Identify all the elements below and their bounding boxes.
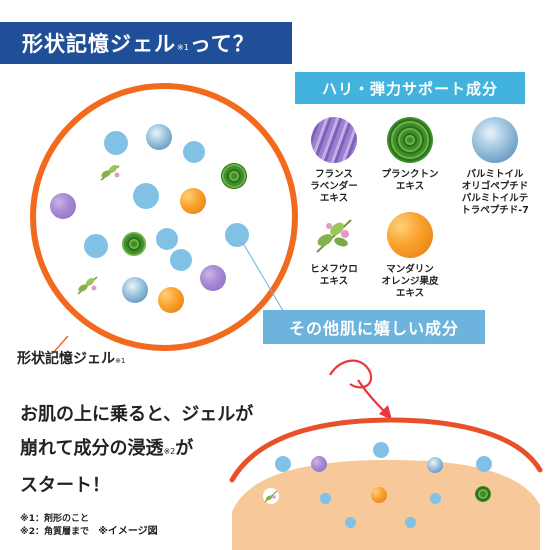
herb-particle bbox=[263, 488, 279, 504]
ingredient-peptide: パルミトイル オリゴペプチド パルミトイルテ トラペプチド-7 bbox=[447, 117, 543, 217]
mandarin-icon bbox=[387, 212, 433, 258]
other-ingredients-banner: その他肌に嬉しい成分 bbox=[263, 310, 485, 344]
gel-caption: 形状記憶ジェル※1 bbox=[17, 348, 125, 368]
skin-layer bbox=[232, 460, 540, 550]
mandarin-particle bbox=[371, 487, 387, 503]
gel-dot bbox=[373, 442, 389, 458]
image-note: ※イメージ図 bbox=[98, 526, 158, 537]
peptide-particle bbox=[146, 124, 172, 150]
gel-caption-footnote-mark: ※1 bbox=[115, 357, 126, 365]
ingredient-herb: ヒメフウロ エキス bbox=[286, 212, 382, 288]
ingredient-label: フランス ラベンダー エキス bbox=[310, 169, 358, 204]
gel-arc bbox=[229, 417, 543, 483]
main-line-2: 崩れて成分の浸透※2が bbox=[20, 432, 253, 469]
plankton-icon bbox=[387, 117, 433, 163]
ingredient-label: プランクトン エキス bbox=[381, 169, 439, 192]
ingredient-plankton: プランクトン エキス bbox=[362, 117, 458, 193]
main-line-1: お肌の上に乗ると、ジェルが bbox=[20, 404, 254, 425]
lavender-particle bbox=[50, 193, 76, 219]
gel-dot bbox=[476, 456, 492, 472]
plankton-particle bbox=[221, 163, 247, 189]
peptide-particle bbox=[427, 457, 443, 473]
gel-dot bbox=[104, 131, 128, 155]
footnote-1: ※1：剤形のこと bbox=[20, 514, 90, 524]
peptide-particle bbox=[122, 277, 148, 303]
gel-dot bbox=[225, 223, 249, 247]
gel-dot bbox=[156, 228, 178, 250]
gel-caption-connector bbox=[51, 335, 69, 355]
ingredient-label: パルミトイル オリゴペプチド パルミトイルテ トラペプチド-7 bbox=[461, 169, 529, 216]
gel-dot bbox=[275, 456, 291, 472]
gel-dot bbox=[320, 493, 331, 504]
main-line-3: スタート！ bbox=[20, 475, 110, 496]
plankton-particle bbox=[122, 232, 146, 256]
herb-particle bbox=[75, 272, 101, 298]
main-line-2-footnote-mark: ※2 bbox=[163, 447, 176, 456]
gel-dot bbox=[405, 517, 416, 528]
main-line-2-tail: が bbox=[175, 438, 194, 459]
ingredient-mandarin: マンダリン オレンジ果皮 エキス bbox=[362, 212, 458, 300]
title-footnote-mark: ※1 bbox=[177, 42, 189, 52]
plankton-particle bbox=[475, 486, 491, 502]
firmness-banner: ハリ・弾力サポート成分 bbox=[295, 72, 525, 104]
other-ingredient-connector bbox=[242, 242, 286, 315]
lavender-particle bbox=[311, 456, 327, 472]
gel-caption-text: 形状記憶ジェル bbox=[17, 351, 115, 367]
herb-particle bbox=[97, 160, 123, 186]
herb-icon bbox=[311, 212, 357, 258]
ingredient-label: マンダリン オレンジ果皮 エキス bbox=[381, 264, 439, 299]
gel-dot bbox=[84, 234, 108, 258]
main-description: お肌の上に乗ると、ジェルが 崩れて成分の浸透※2が スタート！ bbox=[20, 398, 253, 503]
footnote-2-row: ※2：角質層まで ※イメージ図 bbox=[20, 526, 158, 538]
gel-dot bbox=[430, 493, 441, 504]
lavender-particle bbox=[200, 265, 226, 291]
gel-dot bbox=[183, 141, 205, 163]
lavender-icon bbox=[311, 117, 357, 163]
mandarin-particle bbox=[158, 287, 184, 313]
ingredient-label: ヒメフウロ エキス bbox=[310, 264, 358, 287]
mandarin-particle bbox=[180, 188, 206, 214]
title-main: 形状記憶ジェル bbox=[22, 32, 176, 56]
footnote-2: ※2：角質層まで bbox=[20, 527, 90, 537]
gel-dot bbox=[170, 249, 192, 271]
main-line-2-text: 崩れて成分の浸透 bbox=[20, 438, 164, 459]
peptide-icon bbox=[472, 117, 518, 163]
ingredient-lavender: フランス ラベンダー エキス bbox=[286, 117, 382, 205]
gel-dot bbox=[133, 183, 159, 209]
gel-dot bbox=[345, 517, 356, 528]
title-tail: って？ bbox=[189, 32, 255, 56]
